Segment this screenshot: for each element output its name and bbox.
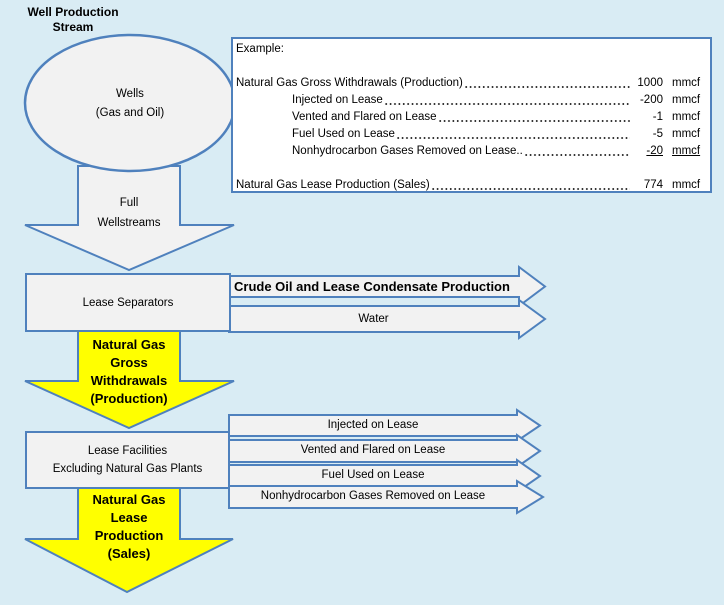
- example-row-fuel-used: Fuel Used on Lease -5 mmcf: [236, 126, 705, 143]
- example-row-gross-withdrawals: Natural Gas Gross Withdrawals (Productio…: [236, 75, 705, 92]
- example-row-unit: mmcf: [672, 111, 701, 123]
- water-label: Water: [358, 313, 389, 325]
- example-spacer: [236, 160, 705, 177]
- lease-facilities-box-shape: [25, 431, 230, 489]
- gross-withdrawals-arrow-shape: [24, 329, 235, 430]
- injected-on-lease-label: Injected on Lease: [327, 419, 419, 431]
- vented-flared-arrow-shape: [228, 433, 542, 469]
- crude-oil-arrow-shape: [228, 265, 547, 308]
- dot-leader: [383, 92, 630, 109]
- wells-label: Wells (Gas and Oil): [95, 87, 165, 119]
- example-row-unit: mmcf: [672, 94, 701, 106]
- injected-arrow-shape: [228, 408, 542, 443]
- full-wellstreams-label: Full Wellstreams: [97, 197, 161, 229]
- vented-flared-label: Vented and Flared on Lease: [300, 444, 446, 456]
- example-row-vented-flared: Vented and Flared on Lease -1 mmcf: [236, 109, 705, 126]
- example-row-label: Fuel Used on Lease: [292, 128, 395, 140]
- lease-production-arrow-shape: [24, 485, 234, 594]
- example-heading: Example:: [236, 43, 284, 55]
- example-row-value: 1000: [637, 77, 663, 89]
- example-row-value: 774: [643, 179, 663, 191]
- nonhydrocarbon-label: Nonhydrocarbon Gases Removed on Lease: [260, 490, 486, 502]
- example-row-label: Natural Gas Gross Withdrawals (Productio…: [236, 77, 463, 89]
- lease-facilities-label: Lease Facilities Excluding Natural Gas P…: [52, 445, 203, 475]
- dot-leader: [430, 177, 630, 194]
- example-row-value: -20: [646, 145, 663, 157]
- example-row-value: -200: [639, 94, 663, 106]
- lease-separators-label: Lease Separators: [82, 296, 174, 309]
- page-title: Well Production Stream: [27, 5, 119, 34]
- example-row-unit: mmcf: [672, 77, 701, 89]
- example-spacer: [236, 58, 705, 75]
- dot-leader: [523, 143, 630, 160]
- example-row-value: -1: [652, 111, 663, 123]
- example-row-injected: Injected on Lease -200 mmcf: [236, 92, 705, 109]
- lease-separators-box-shape: [25, 273, 231, 332]
- dot-leader: [437, 109, 630, 126]
- crude-oil-label: Crude Oil and Lease Condensate Productio…: [234, 279, 510, 294]
- example-row-unit: mmcf: [672, 128, 701, 140]
- example-row-value: -5: [652, 128, 663, 140]
- example-row-unit: mmcf: [672, 179, 701, 191]
- dot-leader: [463, 75, 630, 92]
- lease-production-label: Natural Gas Lease Production (Sales): [92, 492, 166, 561]
- example-row-label: Injected on Lease: [292, 94, 383, 106]
- example-row-label: Nonhydrocarbon Gases Removed on Lease..: [292, 145, 523, 157]
- water-arrow-shape: [228, 298, 547, 340]
- gross-withdrawals-label: Natural Gas Gross Withdrawals (Productio…: [90, 337, 168, 406]
- example-row-lease-production: Natural Gas Lease Production (Sales) 774…: [236, 177, 705, 194]
- example-row-nonhydrocarbon: Nonhydrocarbon Gases Removed on Lease.. …: [236, 143, 705, 160]
- full-wellstreams-arrow-shape: [24, 165, 235, 272]
- dot-leader: [395, 126, 630, 143]
- example-row-label: Natural Gas Lease Production (Sales): [236, 179, 430, 191]
- example-box: Example: Natural Gas Gross Withdrawals (…: [231, 37, 712, 194]
- nonhydrocarbon-arrow-shape: [228, 479, 545, 515]
- example-row-label: Vented and Flared on Lease: [292, 111, 437, 123]
- fuel-used-label: Fuel Used on Lease: [321, 469, 425, 481]
- example-row-unit: mmcf: [672, 145, 701, 157]
